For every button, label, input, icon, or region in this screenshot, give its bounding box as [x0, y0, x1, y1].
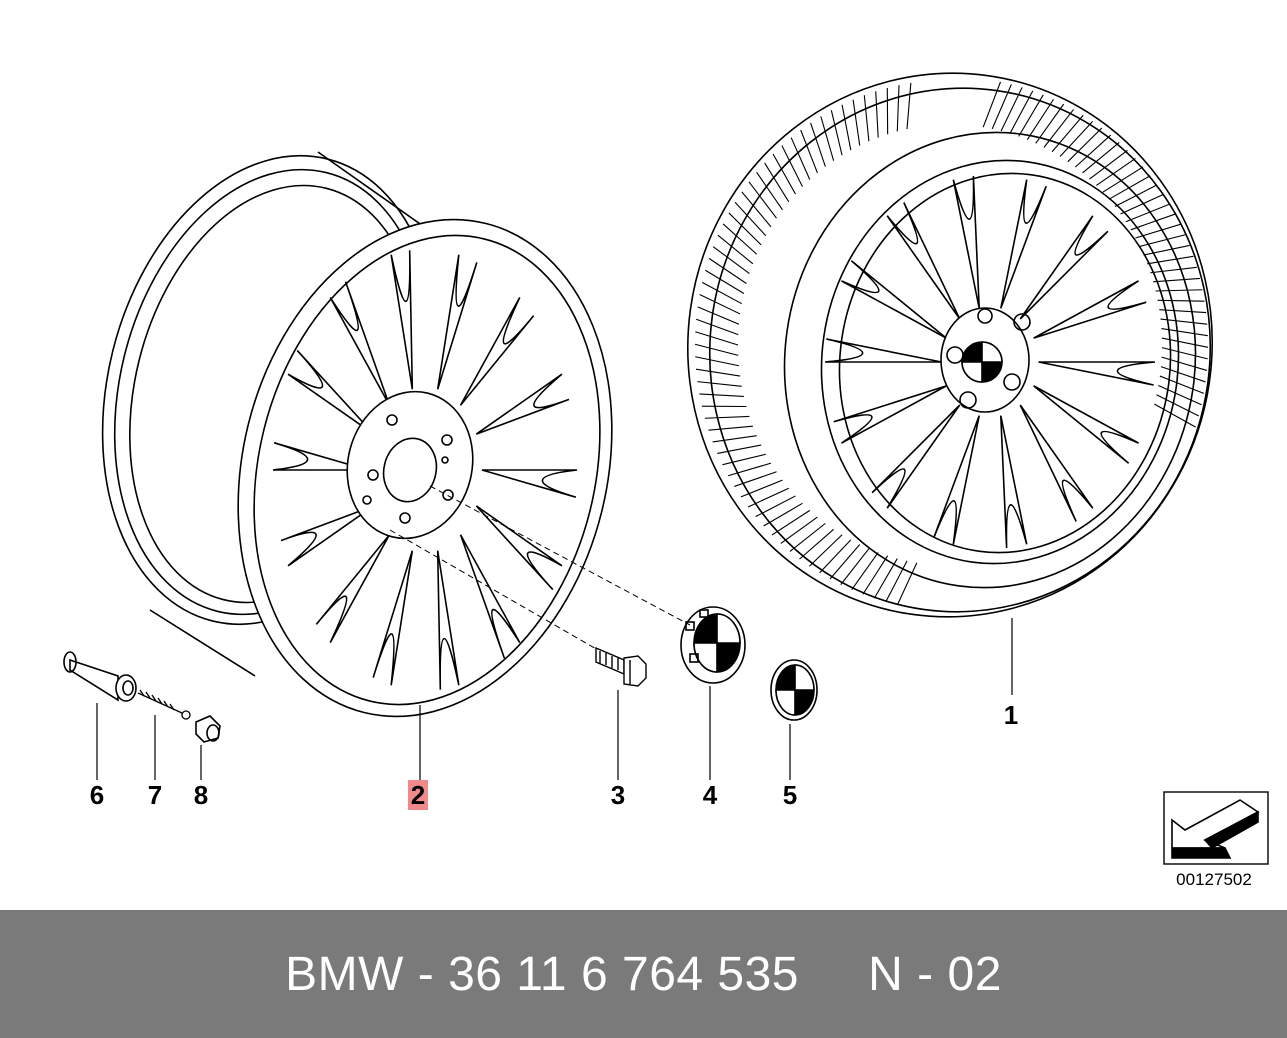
emblem-icon[interactable]: [770, 659, 818, 721]
callout-2[interactable]: 2: [408, 780, 428, 810]
valve-core-icon[interactable]: [137, 689, 191, 720]
callout-6[interactable]: 6: [89, 780, 105, 810]
hub-cap-icon[interactable]: [680, 606, 746, 684]
callout-8[interactable]: 8: [193, 780, 209, 810]
figure-id: 00127502: [1176, 870, 1252, 889]
callout-5[interactable]: 5: [782, 780, 798, 810]
valve-cap-icon[interactable]: [195, 715, 221, 743]
complete-wheel-tire-icon[interactable]: [653, 39, 1248, 651]
callout-7[interactable]: 7: [147, 780, 163, 810]
callout-1[interactable]: 1: [1003, 700, 1019, 730]
wheel-bolt-icon[interactable]: [595, 646, 647, 687]
diagram-drawing: [55, 39, 1269, 865]
part-number-text: BMW - 36 11 6 764 535 N - 02: [285, 947, 1002, 1001]
part-number-bar: BMW - 36 11 6 764 535 N - 02: [0, 910, 1287, 1038]
arrow-icon: [1163, 791, 1269, 865]
callout-4[interactable]: 4: [702, 780, 718, 810]
wheel-rim-icon[interactable]: [55, 120, 662, 757]
callout-3[interactable]: 3: [610, 780, 626, 810]
parts-diagram: 1 2 3 4 5 6 7 8 00127502: [55, 39, 1269, 889]
valve-icon[interactable]: [63, 651, 137, 702]
